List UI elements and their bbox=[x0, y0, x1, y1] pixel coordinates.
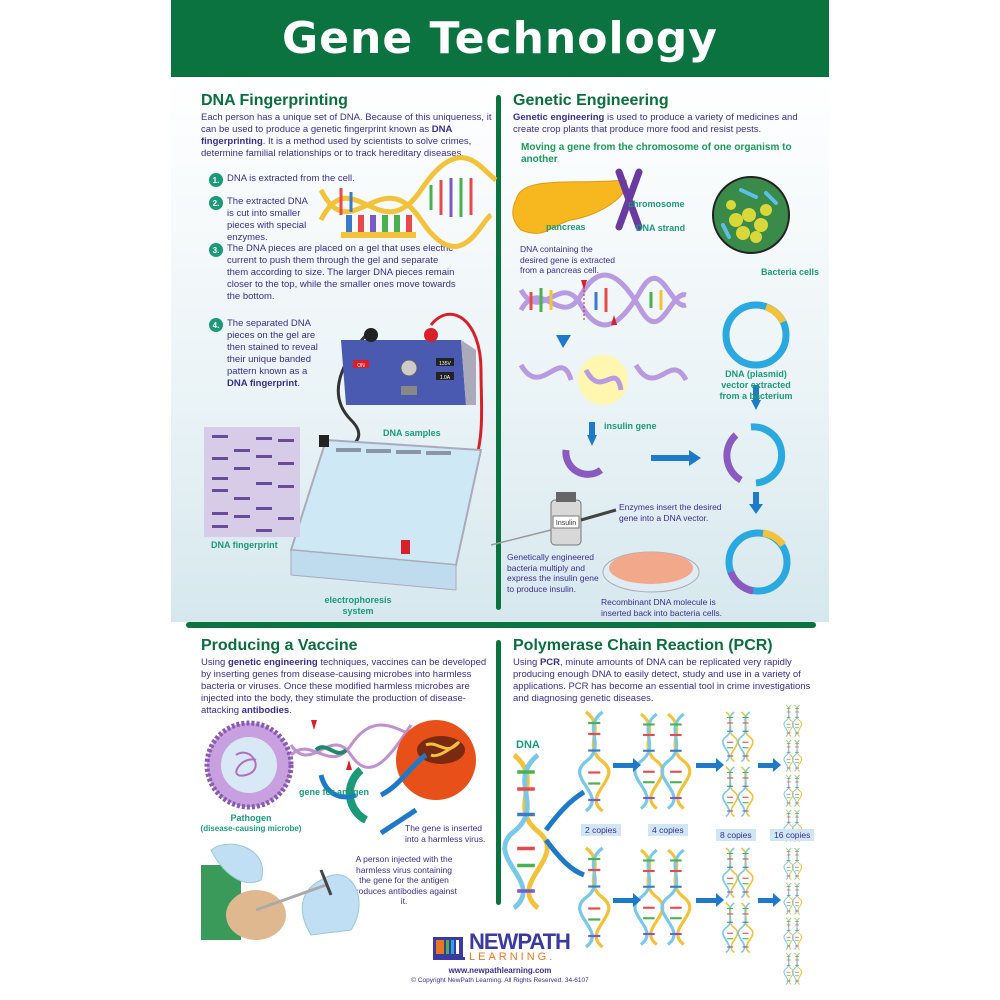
vertical-divider-top bbox=[496, 95, 501, 610]
step-number: 4. bbox=[209, 318, 223, 332]
footer-url[interactable]: www.newpathlearning.com bbox=[448, 966, 552, 975]
genetic-engineering-flow bbox=[562, 301, 790, 514]
section-title-pcr: Polymerase Chain Reaction (PCR) bbox=[513, 637, 773, 654]
step-1: 1. DNA is extracted from the cell. bbox=[209, 173, 369, 187]
label-pathogen: Pathogen bbox=[230, 813, 272, 823]
svg-text:135V: 135V bbox=[439, 361, 451, 367]
dna-fingerprint-gel bbox=[204, 427, 300, 537]
injection-illustration bbox=[201, 843, 360, 940]
recombinant-plasmid bbox=[725, 529, 791, 595]
label-4-copies: 4 copies bbox=[648, 824, 688, 836]
pancreas-illustration bbox=[512, 179, 627, 234]
genetic-engineering-intro: Genetic engineering is used to produce a… bbox=[513, 112, 798, 135]
power-supply-illustration: ON 135V 1.0A bbox=[336, 312, 484, 492]
step-number: 3. bbox=[209, 243, 223, 257]
dna-helix-illustration bbox=[318, 155, 498, 249]
title-bar: Gene Technology bbox=[171, 0, 829, 77]
label-8-copies: 8 copies bbox=[716, 829, 756, 841]
genetic-engineering-subhead: Moving a gene from the chromosome of one… bbox=[521, 142, 792, 165]
section-title-vaccine: Producing a Vaccine bbox=[201, 637, 358, 654]
label-person-injected: A person injected with the harmless viru… bbox=[351, 854, 457, 906]
pcr-intro: Using PCR, minute amounts of DNA can be … bbox=[513, 657, 811, 704]
vaccine-illustration bbox=[204, 720, 476, 836]
footer-copyright: © Copyright NewPath Learning. All Rights… bbox=[411, 977, 589, 984]
insulin-bottle-syringe: Insulin bbox=[490, 492, 617, 546]
dna-cut-illustration bbox=[518, 272, 689, 405]
label-dna-fingerprint: DNA fingerprint bbox=[211, 540, 278, 550]
book-logo-icon bbox=[433, 936, 465, 960]
newpath-logo: NEWPATH LEARNING. bbox=[433, 929, 571, 963]
step-2: 2. The extracted DNA is cut into smaller… bbox=[209, 196, 309, 244]
bacteria-cells-illustration bbox=[712, 176, 790, 254]
step-number: 1. bbox=[209, 173, 223, 187]
svg-text:Insulin: Insulin bbox=[556, 520, 576, 527]
step-number: 2. bbox=[209, 196, 223, 210]
label-plasmid: DNA (plasmid) vector extracted from a ba… bbox=[719, 369, 793, 401]
petri-dish bbox=[602, 551, 700, 593]
step-4: 4. The separated DNA pieces on the gel a… bbox=[209, 318, 324, 390]
label-16-copies: 16 copies bbox=[770, 829, 815, 841]
pcr-diagram bbox=[506, 704, 803, 986]
logo-wordmark: NEWPATH LEARNING. bbox=[469, 929, 571, 963]
step-3: 3. The DNA pieces are placed on a gel th… bbox=[209, 243, 459, 303]
label-dna: DNA bbox=[516, 739, 540, 751]
label-chromosome: chromosome bbox=[628, 199, 685, 209]
horizontal-divider bbox=[186, 622, 816, 628]
label-pancreas: pancreas bbox=[546, 222, 586, 232]
section-title-genetic-engineering: Genetic Engineering bbox=[513, 92, 669, 109]
poster: Gene Technology DNA Fingerprinting Each … bbox=[171, 0, 829, 1000]
vaccine-intro: Using genetic engineering techniques, va… bbox=[201, 657, 487, 716]
dna-fingerprinting-intro: Each person has a unique set of DNA. Bec… bbox=[201, 112, 492, 159]
label-pathogen-subtitle: (disease-causing microbe) bbox=[200, 824, 302, 833]
label-bacteria-multiply: Genetically engineered bacteria multiply… bbox=[507, 552, 599, 594]
label-dna-strand: DNA strand bbox=[636, 223, 686, 233]
label-recombinant: Recombinant DNA molecule is inserted bac… bbox=[601, 597, 722, 618]
label-insulin-gene: insulin gene bbox=[604, 421, 657, 431]
svg-text:ON: ON bbox=[357, 363, 365, 369]
chromosome-icon bbox=[615, 168, 643, 231]
label-gene-inserted: The gene is inserted into a harmless vir… bbox=[405, 823, 486, 844]
vertical-divider-bottom bbox=[496, 640, 501, 905]
label-electrophoresis: electrophoresis system bbox=[324, 595, 392, 616]
label-gene-for-antigen: gene for antigen bbox=[299, 787, 370, 797]
label-dna-samples: DNA samples bbox=[383, 428, 441, 438]
gel-tray-illustration bbox=[289, 435, 483, 591]
svg-text:1.0A: 1.0A bbox=[440, 375, 451, 381]
label-bacteria-cells: Bacteria cells bbox=[761, 267, 820, 277]
label-enzymes-insert: Enzymes insert the desired gene into a D… bbox=[619, 502, 722, 523]
label-2-copies: 2 copies bbox=[581, 824, 621, 836]
label-dna-extracted: DNA containing the desired gene is extra… bbox=[520, 244, 615, 275]
section-title-dna-fingerprinting: DNA Fingerprinting bbox=[201, 92, 348, 109]
page-title: Gene Technology bbox=[282, 13, 718, 64]
